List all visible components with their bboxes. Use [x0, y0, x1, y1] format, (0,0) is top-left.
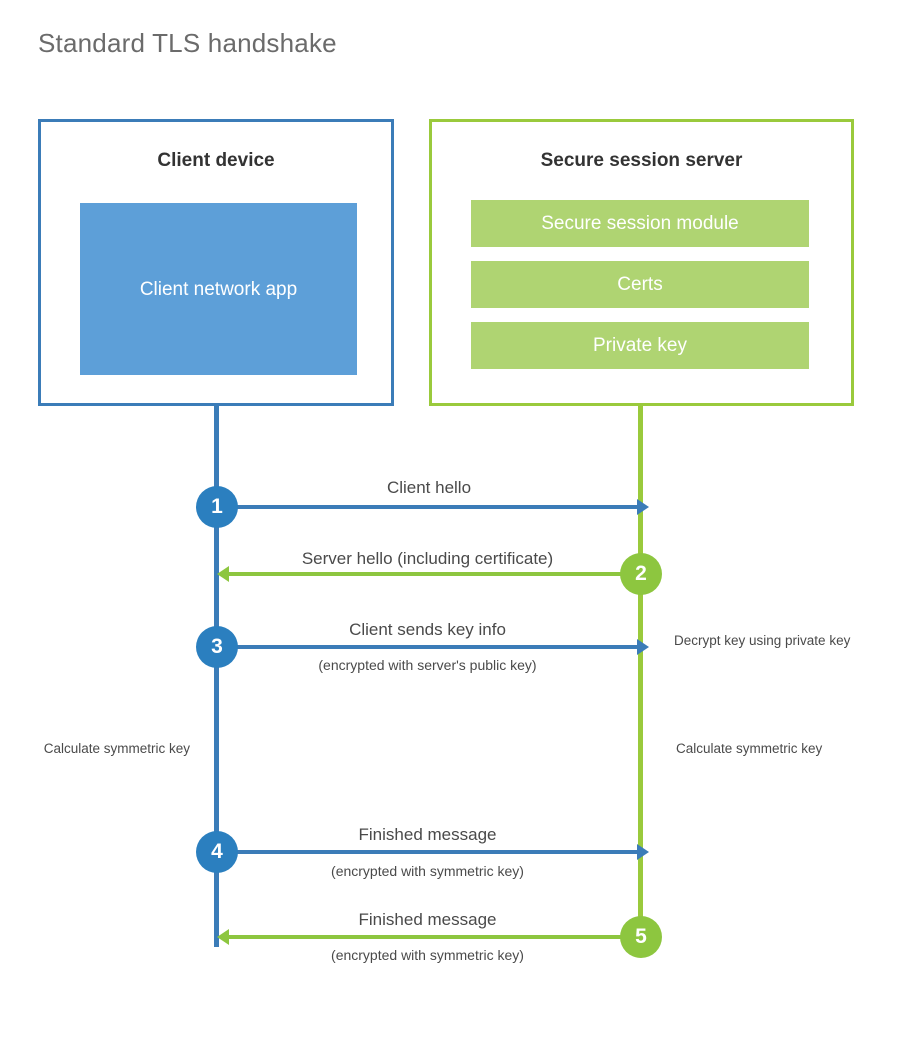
client-lifeline	[214, 404, 219, 947]
step-4-sublabel: (encrypted with symmetric key)	[331, 863, 524, 879]
secure-session-server-title: Secure session server	[540, 150, 743, 171]
server-calculate-symmetric-key-note: Calculate symmetric key	[676, 741, 823, 756]
secure-session-server-box: Secure session server Secure session mod…	[429, 119, 854, 406]
step-2-label: Server hello (including certificate)	[301, 549, 554, 568]
arrowhead-right-icon	[637, 844, 649, 860]
page-title: Standard TLS handshake	[38, 28, 337, 58]
step-4-badge[interactable]: 4	[196, 831, 238, 873]
client-network-app-block: Client network app	[80, 203, 357, 375]
step-5-arrow	[217, 929, 641, 945]
server-module-certs: Certs	[471, 261, 809, 308]
step-5-sublabel: (encrypted with symmetric key)	[331, 947, 524, 963]
step-2-badge[interactable]: 2	[620, 553, 662, 595]
step-1-badge[interactable]: 1	[196, 486, 238, 528]
arrowhead-right-icon	[637, 639, 649, 655]
step-3-badge[interactable]: 3	[196, 626, 238, 668]
step-1-arrow	[217, 499, 649, 515]
step-1-label: Client hello	[386, 478, 472, 497]
step-5-badge[interactable]: 5	[620, 916, 662, 958]
step-3-label: Client sends key info	[349, 620, 506, 639]
step-3-arrow	[217, 639, 649, 655]
server-module-secure-session-module: Secure session module	[471, 200, 809, 247]
client-network-app-label: Client network app	[139, 278, 298, 300]
arrowhead-left-icon	[217, 566, 229, 582]
step-3-sublabel: (encrypted with server's public key)	[318, 657, 537, 673]
client-calculate-symmetric-key-note: Calculate symmetric key	[43, 741, 190, 756]
step-5-label: Finished message	[358, 910, 497, 929]
arrowhead-right-icon	[637, 499, 649, 515]
step-4-arrow	[217, 844, 649, 860]
server-lifeline	[638, 404, 643, 941]
client-device-box: Client device Client network app	[38, 119, 394, 406]
server-module-private-key: Private key	[471, 322, 809, 369]
decrypt-key-note: Decrypt key using private key	[674, 633, 851, 648]
step-4-label: Finished message	[358, 825, 497, 844]
client-device-title: Client device	[157, 150, 275, 171]
arrowhead-left-icon	[217, 929, 229, 945]
step-2-arrow	[217, 566, 641, 582]
